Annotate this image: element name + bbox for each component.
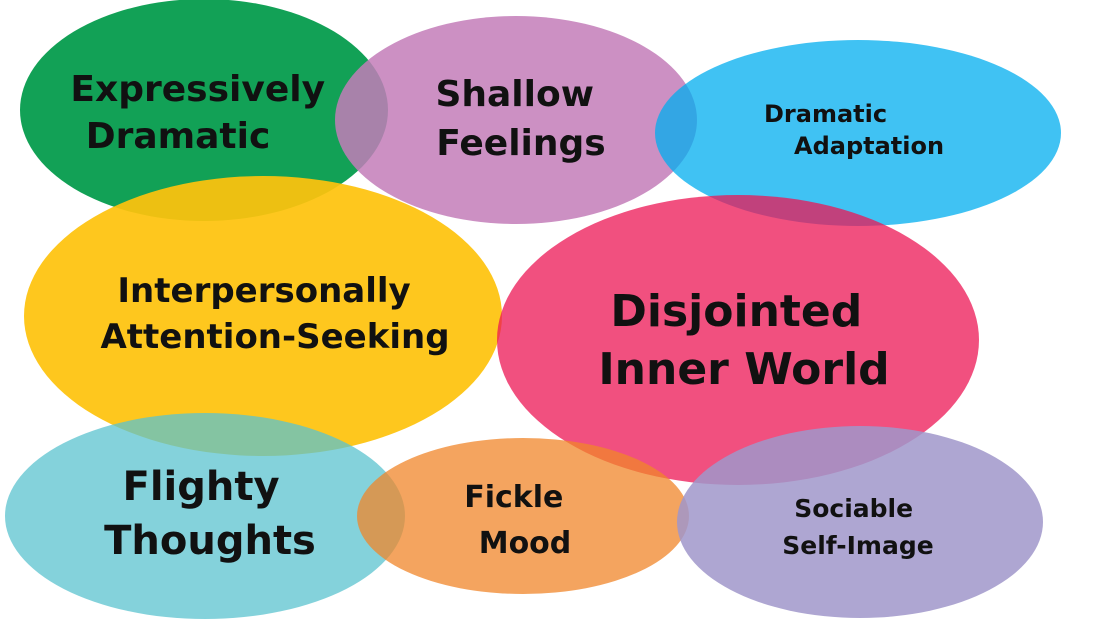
label-line: Flighty [123,464,280,510]
svg-text:Interpersonally Attent: Interpersonally Attention-Seeking [100,271,449,357]
svg-text:Dramatic Adaptation: Dramatic Adaptation [764,100,944,160]
ellipse-sociable-self-image: Sociable Self-Image [677,426,1043,618]
expressively-dramatic-shape [20,0,388,221]
label-line: Feelings [436,123,605,164]
label-line: Dramatic [764,100,887,128]
disjointed-inner-world-shape [497,195,979,485]
label-line: Sociable [794,494,913,523]
shallow-feelings-shape [335,16,697,224]
interpersonally-attention-seeking-shape [24,176,502,456]
ellipse-disjointed-inner-world: Disjointed Inner World [497,195,979,485]
label-line: Interpersonally [117,271,410,311]
ellipse-dramatic-adaptation: Dramatic Adaptation [655,40,1061,226]
flighty-thoughts-shape [5,413,405,619]
label-line: Dramatic [86,116,271,157]
svg-text:Flighty Thoughts: Flighty Thoughts [104,464,316,564]
label-line: Disjointed [610,286,862,337]
label-line: Mood [479,526,572,561]
ellipse-expressively-dramatic: Expressively Dramatic [20,0,388,221]
ellipse-fickle-mood: Fickle Mood [357,438,689,594]
ellipse-interpersonally-attention-seeking: Interpersonally Attention-Seeking [24,176,502,456]
label-line: Thoughts [104,518,316,564]
svg-text:Expressively Dramatic: Expressively Dramatic [70,69,337,157]
svg-text:Sociable Self-Image: Sociable Self-Image [782,494,933,560]
label-line: Self-Image [782,531,933,560]
svg-text:Fickle Mood: Fickle Mood [464,480,574,561]
label-line: Shallow [435,74,594,115]
fickle-mood-shape [357,438,689,594]
svg-text:Shallow Feelings: Shallow Feelings [435,74,606,164]
sociable-self-image-shape [677,426,1043,618]
label-line: Adaptation [794,132,944,160]
ellipse-flighty-thoughts: Flighty Thoughts [5,413,405,619]
label-line: Attention-Seeking [100,317,449,357]
ellipse-shallow-feelings: Shallow Feelings [335,16,697,224]
label-line: Inner World [598,344,889,395]
label-line: Expressively [70,69,325,110]
label-line: Fickle [464,480,563,515]
dramatic-adaptation-shape [655,40,1061,226]
svg-text:Disjointed Inner World: Disjointed Inner World [598,286,889,395]
